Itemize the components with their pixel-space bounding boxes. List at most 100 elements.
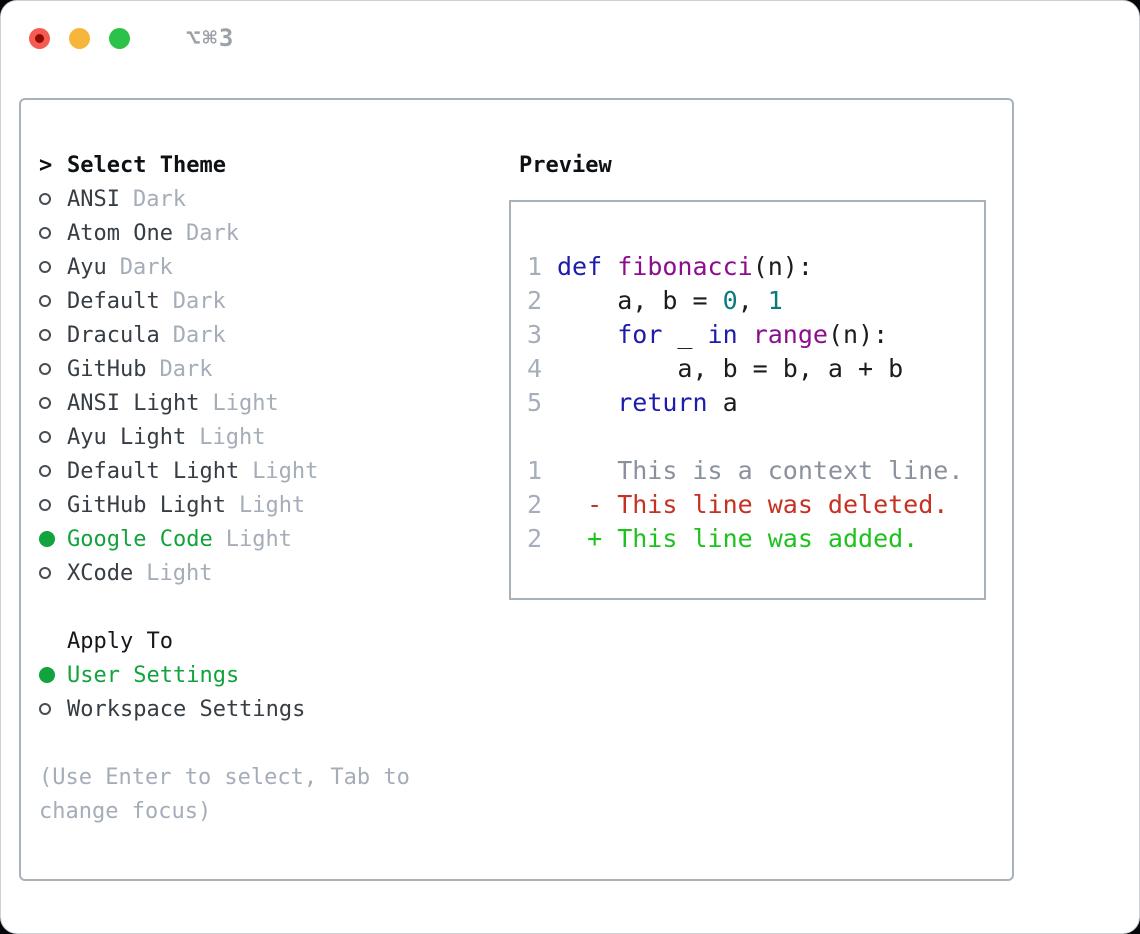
preview-title: Preview: [519, 152, 612, 178]
variant-tag: Light: [225, 526, 292, 552]
circle-outline-icon: [39, 363, 51, 375]
code-line: 2 - This line was deleted.: [526, 487, 976, 521]
line-number: 4: [526, 353, 542, 383]
preview-box: 1 def fibonacci(n): 2 a, b = 0, 1 3 for _ i…: [509, 200, 986, 600]
preview-column: Preview 1 def fibonacci(n): 2 a, b = 0, 1 3…: [499, 148, 986, 600]
radio-icon: [39, 703, 67, 715]
theme-item-dracula[interactable]: Dracula Dark: [39, 318, 410, 352]
code-content: return a: [617, 387, 738, 417]
filled-dot-icon: [39, 667, 55, 683]
circle-outline-icon: [39, 227, 51, 239]
variant-tag: Light: [146, 560, 213, 586]
spacer: [39, 726, 410, 760]
radio-icon: [39, 227, 67, 239]
cursor-icon: >: [39, 152, 53, 178]
theme-item-github-light[interactable]: GitHub Light Light: [39, 488, 410, 522]
option-label: ANSI: [67, 186, 120, 212]
variant-tag: Light: [252, 458, 319, 484]
theme-list-title: Select Theme: [67, 152, 226, 178]
radio-icon: [39, 193, 67, 205]
code-line: 1 def fibonacci(n):: [526, 249, 976, 283]
radio-icon: [39, 431, 67, 443]
code-content: for _ in range(n):: [617, 319, 889, 349]
option-label: GitHub Light: [67, 492, 226, 518]
variant-tag: Light: [212, 390, 279, 416]
code-content: a, b = b, a + b: [557, 353, 904, 383]
code-line: 2 + This line was added.: [526, 521, 976, 555]
variant-tag: Dark: [172, 322, 226, 348]
code-content: def fibonacci(n):: [557, 251, 813, 281]
line-number: 2: [526, 285, 542, 315]
variant-tag: Dark: [132, 186, 186, 212]
circle-outline-icon: [39, 567, 51, 579]
line-number: 3: [526, 319, 542, 349]
code-content: + This line was added.: [557, 523, 919, 553]
code-lines: 1 def fibonacci(n): 2 a, b = 0, 1 3 for _ i…: [526, 249, 976, 555]
apply-to-header: Apply To: [39, 624, 410, 658]
line-number: 5: [526, 387, 542, 417]
theme-item-default-light[interactable]: Default Light Light: [39, 454, 410, 488]
line-number: 1: [526, 455, 542, 485]
theme-list-header: > Select Theme: [39, 148, 410, 182]
radio-icon: [39, 397, 67, 409]
radio-selected-icon: [39, 531, 67, 547]
circle-outline-icon: [39, 329, 51, 341]
radio-icon: [39, 363, 67, 375]
traffic-light-close-icon[interactable]: [29, 27, 50, 49]
variant-tag: Light: [199, 424, 266, 450]
circle-outline-icon: [39, 465, 51, 477]
traffic-light-minimize-icon[interactable]: [69, 27, 90, 49]
radio-icon: [39, 295, 67, 307]
traffic-light-zoom-icon[interactable]: [109, 27, 130, 49]
variant-tag: Dark: [185, 220, 239, 246]
theme-item-ayu[interactable]: Ayu Dark: [39, 250, 410, 284]
option-label: Workspace Settings: [67, 696, 306, 722]
variant-tag: Light: [238, 492, 306, 518]
option-label: GitHub: [67, 356, 147, 382]
theme-item-ayu-light[interactable]: Ayu Light Light: [39, 420, 410, 454]
option-label: Ayu: [67, 254, 107, 280]
code-line: 5 return a: [526, 385, 976, 419]
option-label: Default: [67, 288, 160, 314]
spacer: [39, 590, 410, 624]
code-line: 4 a, b = b, a + b: [526, 351, 976, 385]
filled-dot-icon: [39, 531, 55, 547]
theme-item-default[interactable]: Default Dark: [39, 284, 410, 318]
radio-selected-icon: [39, 667, 67, 683]
hint-text-line2: change focus): [39, 798, 212, 824]
option-label: ANSI Light: [67, 390, 200, 416]
line-number: 1: [526, 251, 542, 281]
close-dot-icon: [35, 33, 44, 43]
variant-tag: Dark: [119, 254, 173, 280]
circle-outline-icon: [39, 295, 51, 307]
apply-to-title: Apply To: [67, 628, 173, 654]
circle-outline-icon: [39, 193, 51, 205]
variant-tag: Dark: [172, 288, 226, 314]
hint-text-line1: (Use Enter to select, Tab to: [39, 764, 410, 790]
option-label: Google Code: [67, 526, 213, 552]
radio-icon: [39, 465, 67, 477]
apply-option-user-settings[interactable]: User Settings: [39, 658, 410, 692]
variant-tag: Dark: [159, 356, 213, 382]
window-title: ⌥⌘3: [186, 24, 236, 52]
line-number: 2: [526, 489, 542, 519]
radio-icon: [39, 329, 67, 341]
code-content: a, b = 0, 1: [557, 285, 783, 315]
option-label: Ayu Light: [67, 424, 187, 450]
theme-item-ansi-light[interactable]: ANSI Light Light: [39, 386, 410, 420]
theme-item-ansi[interactable]: ANSI Dark: [39, 182, 410, 216]
line-number: 2: [526, 523, 542, 553]
circle-outline-icon: [39, 431, 51, 443]
theme-item-google-code[interactable]: Google Code Light: [39, 522, 410, 556]
theme-item-github[interactable]: GitHub Dark: [39, 352, 410, 386]
option-label: Default Light: [67, 458, 240, 484]
option-label: Dracula: [67, 322, 160, 348]
code-content: - This line was deleted.: [557, 489, 949, 519]
apply-option-workspace-settings[interactable]: Workspace Settings: [39, 692, 410, 726]
